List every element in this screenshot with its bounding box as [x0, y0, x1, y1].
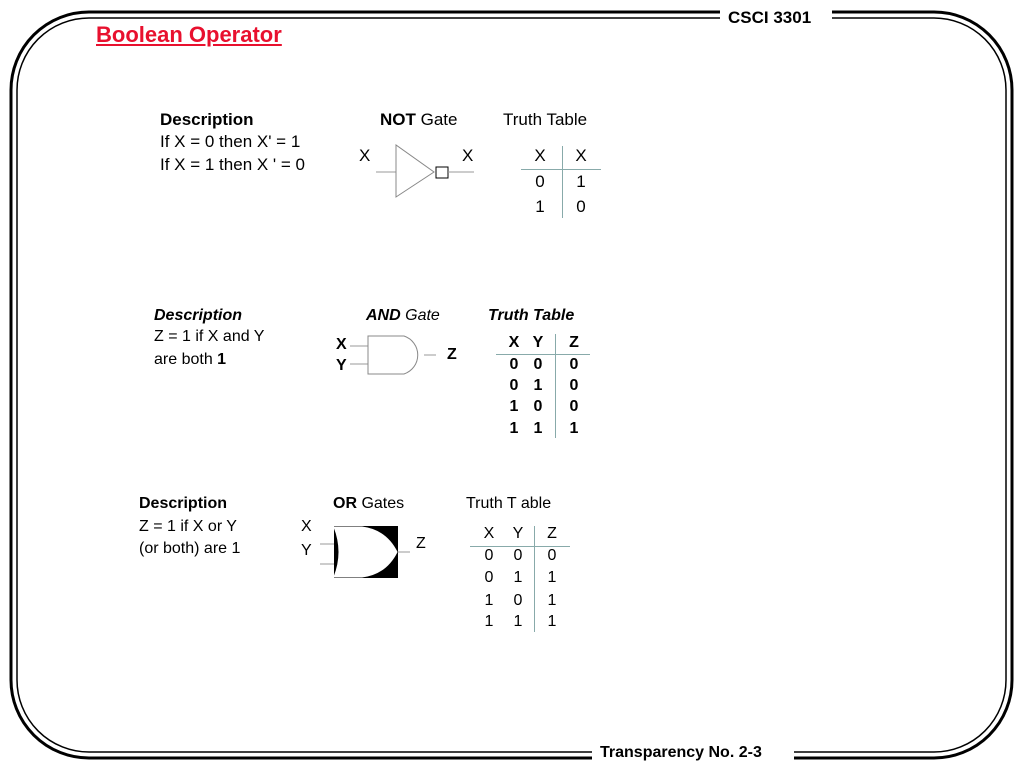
table-cell: 1 — [547, 592, 557, 609]
table-cell: 0 — [484, 547, 494, 564]
table-cell: 1 — [484, 592, 494, 609]
and-gate-input-y-label: Y — [336, 357, 347, 374]
table-cell: 0 — [513, 592, 523, 609]
table-cell: 0 — [576, 197, 586, 216]
and-description-line2-text: are both — [154, 351, 218, 368]
table-cell: 0 — [569, 356, 579, 373]
not-description-heading: Description — [160, 110, 254, 129]
and-gate-symbol — [350, 335, 436, 375]
table-cell: 1 — [509, 420, 519, 437]
table-cell: 0 — [509, 377, 519, 394]
not-description-line1: If X = 0 then X' = 1 — [160, 132, 301, 151]
table-cell: 0 — [484, 569, 494, 586]
table-cell: 1 — [484, 613, 494, 630]
footer-label: Transparency No. 2-3 — [600, 744, 762, 761]
table-cell: 1 — [576, 172, 586, 191]
table-cell: 1 — [547, 569, 557, 586]
and-gate-input-x-label: X — [336, 336, 347, 353]
not-table-hline — [521, 169, 601, 170]
not-table-header-xbar: X — [575, 146, 587, 165]
and-table-hline — [496, 354, 590, 355]
table-cell: 1 — [513, 569, 523, 586]
table-cell: 0 — [533, 356, 543, 373]
and-table-vline — [555, 334, 556, 438]
not-gate-output-label: X — [462, 146, 474, 165]
table-cell: 1 — [547, 613, 557, 630]
or-gate-output-label: Z — [416, 535, 426, 552]
not-gate-symbol — [376, 144, 474, 198]
table-cell: 1 — [533, 377, 543, 394]
and-description-line2: are both 1 — [154, 351, 226, 369]
table-cell: 0 — [535, 172, 545, 191]
or-table-header-y: Y — [512, 525, 524, 542]
course-code: CSCI 3301 — [728, 8, 812, 27]
table-cell: 1 — [569, 420, 579, 437]
or-table-vline — [534, 526, 535, 632]
or-gate-title-bold: OR — [333, 495, 357, 512]
table-cell: 0 — [509, 356, 519, 373]
not-gate-title-word: Gate — [415, 110, 458, 129]
table-cell: 1 — [513, 613, 523, 630]
and-gate-title-word: Gate — [400, 307, 440, 324]
and-description-line2-bold: 1 — [217, 351, 227, 368]
table-cell: 0 — [569, 398, 579, 415]
not-table-header-x: X — [534, 146, 546, 165]
or-gate-symbol — [320, 526, 410, 578]
or-description-line2: (or both) are 1 — [139, 540, 241, 557]
not-description-line2: If X = 1 then X ' = 0 — [160, 155, 306, 174]
not-gate-title-bold: NOT — [380, 110, 416, 129]
or-gate-title-word: Gates — [357, 495, 405, 512]
table-cell: 1 — [535, 197, 545, 216]
or-table-hline — [470, 546, 570, 547]
and-description-line1: Z = 1 if X and Y — [154, 328, 265, 345]
and-table-header-y: Y — [532, 334, 544, 351]
and-gate-title-bold: AND — [366, 307, 401, 324]
table-cell: 0 — [533, 398, 543, 415]
or-table-header-x: X — [483, 525, 495, 542]
and-gate-title: AND Gate — [366, 307, 440, 325]
or-truth-table-title: Truth T able — [466, 495, 552, 512]
or-description-line1: Z = 1 if X or Y — [139, 518, 237, 535]
and-description-heading: Description — [154, 307, 243, 324]
or-gate-input-y-label: Y — [301, 542, 312, 559]
and-table-header-x: X — [508, 334, 520, 351]
and-truth-table-title: Truth Table — [488, 307, 575, 324]
not-gate-input-label: X — [359, 146, 371, 165]
table-cell: 1 — [509, 398, 519, 415]
not-gate-title: NOT Gate — [380, 110, 457, 130]
not-table-vline — [562, 146, 563, 218]
table-cell: 0 — [547, 547, 557, 564]
page-title: Boolean Operator — [96, 22, 282, 47]
and-table-header-z: Z — [569, 334, 579, 351]
or-gate-input-x-label: X — [301, 518, 312, 535]
table-cell: 1 — [533, 420, 543, 437]
not-truth-table-title: Truth Table — [503, 110, 588, 129]
or-table-header-z: Z — [547, 525, 557, 542]
or-description-heading: Description — [139, 495, 228, 512]
and-gate-output-label: Z — [447, 346, 457, 363]
table-cell: 0 — [513, 547, 523, 564]
or-gate-title: OR Gates — [333, 495, 404, 513]
table-cell: 0 — [569, 377, 579, 394]
